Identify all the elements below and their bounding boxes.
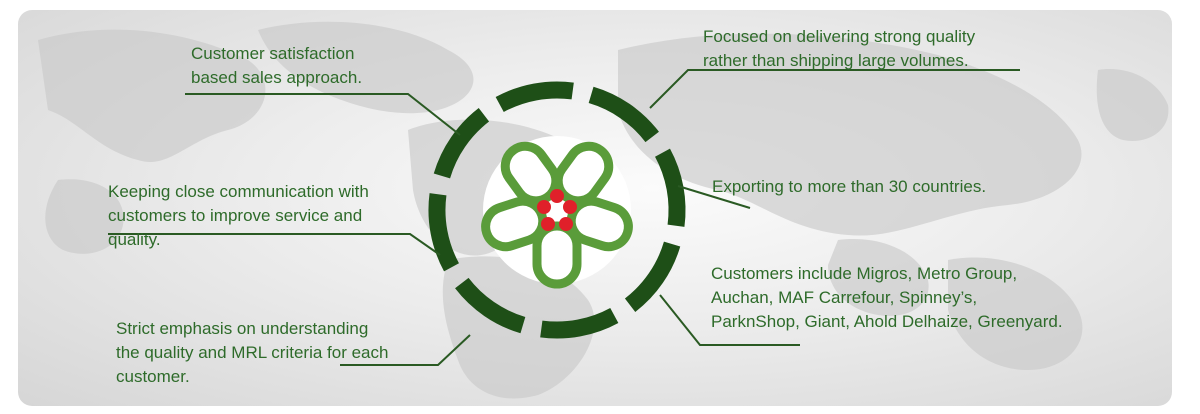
ring-segment (624, 241, 681, 312)
ring-segment (654, 148, 686, 227)
note-customers: Customers include Migros, Metro Group, A… (711, 262, 1063, 334)
world-map-background (18, 10, 1172, 406)
ring-segment (540, 307, 619, 339)
logo-petal (500, 141, 561, 206)
note-mrl: Strict emphasis on understanding the qua… (116, 317, 388, 389)
logo-petal (532, 221, 582, 289)
logo-petal (566, 196, 633, 252)
note-satisfaction-line-1: Customer satisfaction (191, 44, 355, 63)
note-customers-line-1: Customers include Migros, Metro Group, (711, 264, 1018, 283)
note-exporting-line-1: Exporting to more than 30 countries. (712, 177, 987, 196)
world-map-icon (38, 21, 1169, 399)
logo-dot (563, 200, 577, 214)
leader-lines (108, 69, 1020, 366)
logo-petal (481, 196, 548, 252)
logo-dot (550, 189, 564, 203)
note-quality-line-1: Focused on delivering strong quality (703, 27, 976, 46)
note-mrl-line-3: customer. (116, 367, 190, 386)
note-communication-line-1: Keeping close communication with (108, 182, 369, 201)
flower-logo-icon (481, 136, 633, 289)
note-communication: Keeping close communication with custome… (108, 180, 369, 252)
leader-line (659, 294, 800, 346)
logo-petal (553, 141, 614, 206)
leader-line (108, 233, 441, 256)
note-quality: Focused on delivering strong quality rat… (703, 25, 975, 73)
note-communication-line-3: quality. (108, 230, 161, 249)
ring-segment (433, 108, 490, 179)
ring-segment (495, 81, 574, 113)
note-quality-line-2: rather than shipping large volumes. (703, 51, 969, 70)
leader-line (340, 334, 471, 366)
segmented-ring (428, 81, 686, 339)
ring-segment (588, 86, 659, 143)
note-exporting: Exporting to more than 30 countries. (712, 175, 986, 199)
note-satisfaction-line-2: based sales approach. (191, 68, 363, 87)
note-customers-line-2: Auchan, MAF Carrefour, Spinney’s, (711, 288, 978, 307)
leader-line (677, 185, 751, 209)
logo-dot (541, 217, 555, 231)
note-mrl-line-1: Strict emphasis on understanding (116, 319, 369, 338)
leader-line (649, 69, 1020, 109)
note-communication-line-2: customers to improve service and (108, 206, 363, 225)
logo-dot (537, 200, 551, 214)
note-satisfaction: Customer satisfaction based sales approa… (191, 42, 362, 90)
leader-line (185, 93, 461, 136)
note-customers-line-3: ParknShop, Giant, Ahold Delhaize, Greeny… (711, 312, 1063, 331)
note-mrl-line-2: the quality and MRL criteria for each (116, 343, 389, 362)
ring-segment (428, 193, 460, 272)
logo-dot (559, 217, 573, 231)
ring-segment (455, 277, 526, 334)
